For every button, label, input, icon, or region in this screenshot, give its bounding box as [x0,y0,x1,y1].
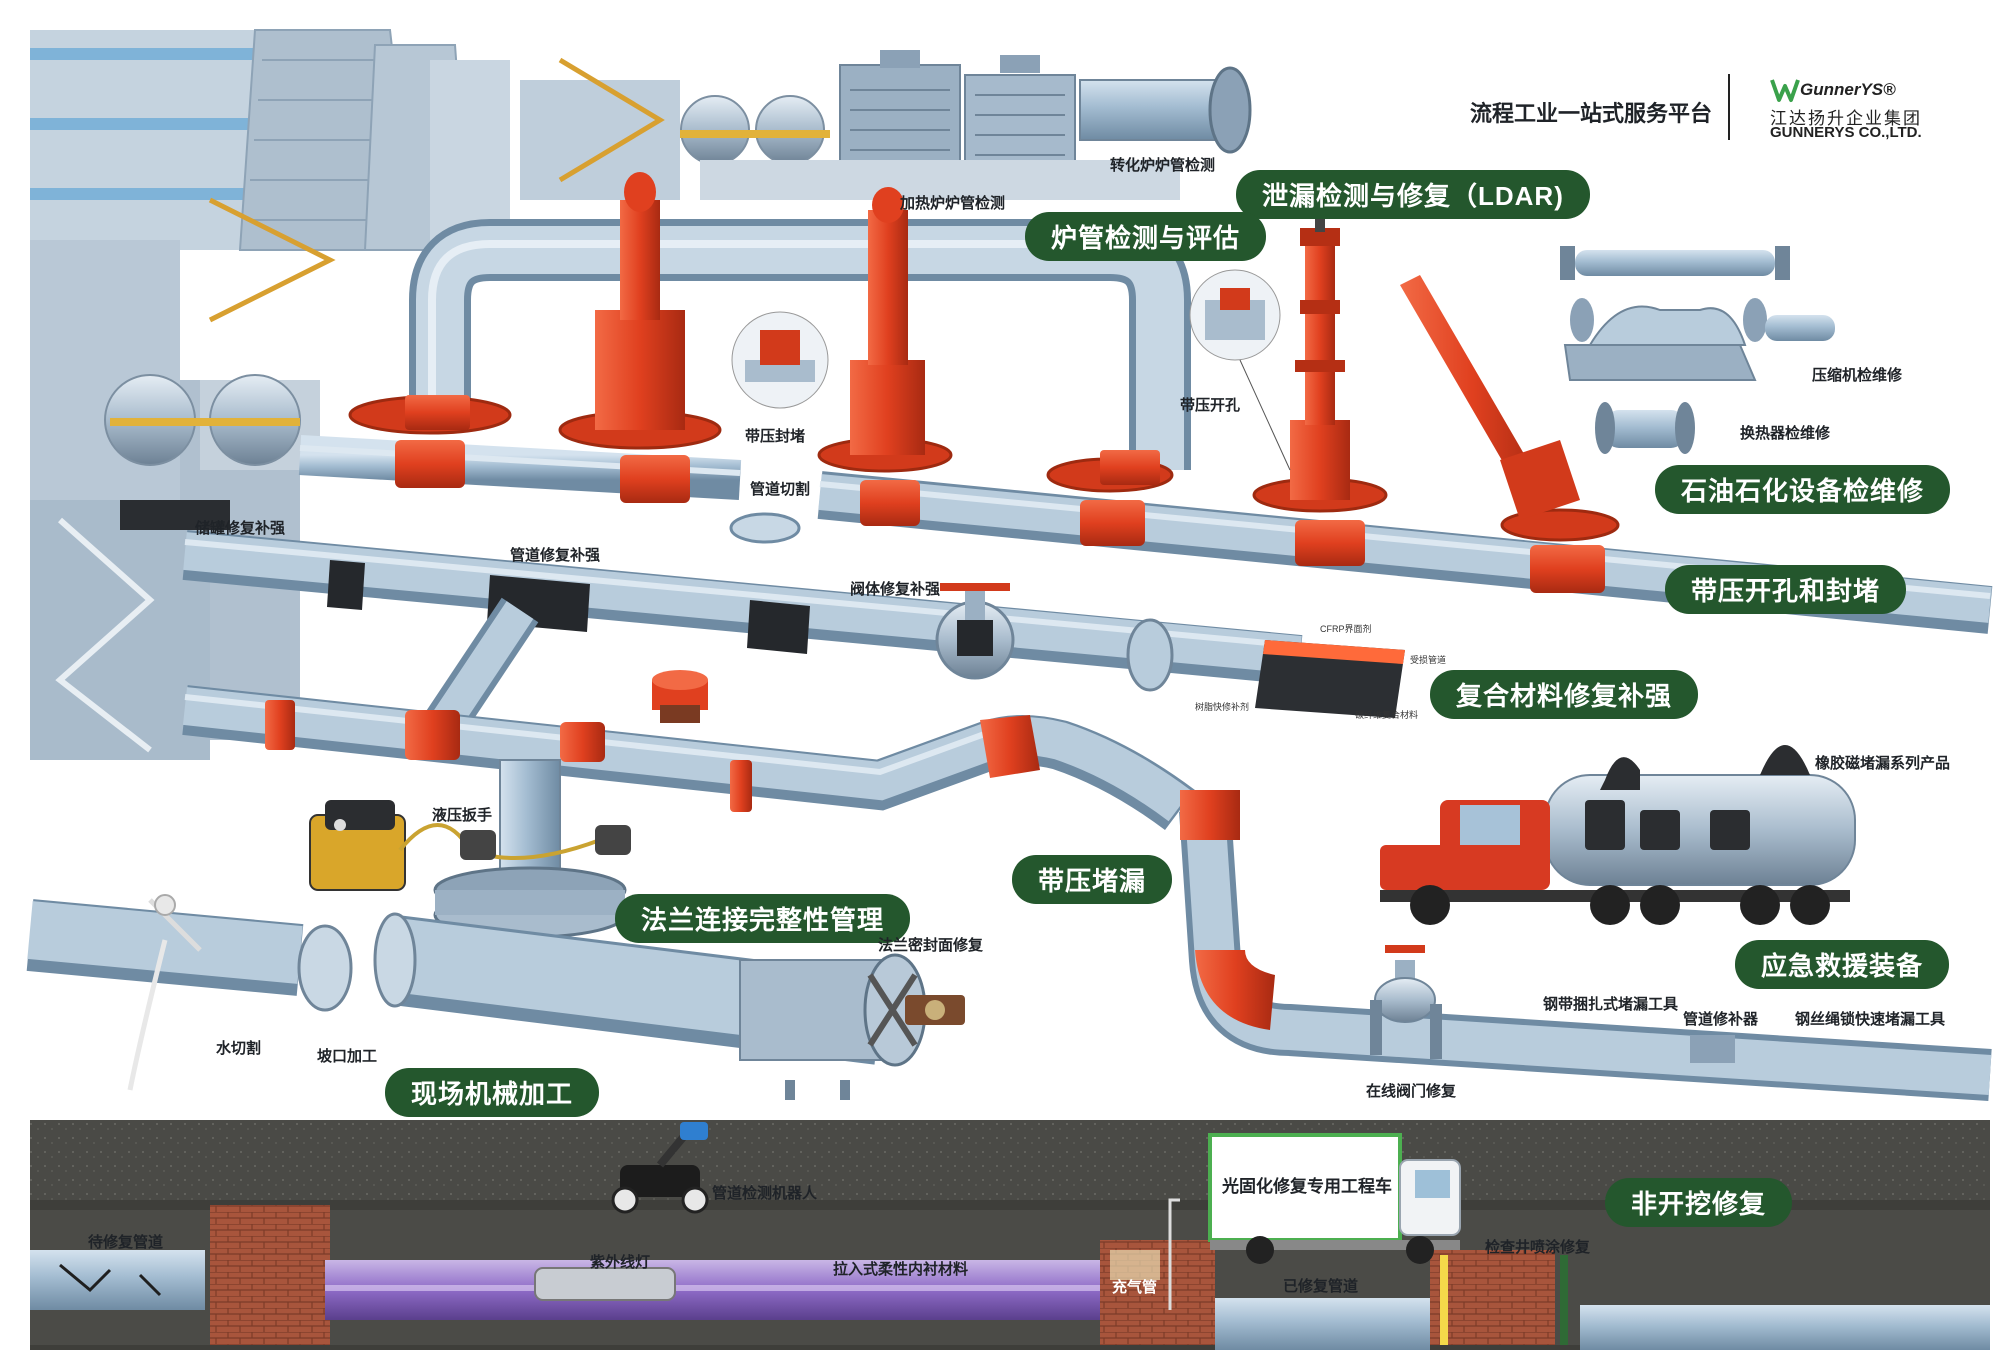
label-hydraulic-wrench: 液压扳手 [432,807,493,824]
label-cfrp-resin: 树脂快修补剂 [1195,702,1250,712]
label-hot-tap-drill: 带压开孔 [1180,397,1241,414]
label-online-valve: 在线阀门修复 [1366,1083,1457,1100]
label-uv-truck: 光固化修复专用工程车 [1222,1177,1392,1196]
platform-title: 流程工业一站式服务平台 [1470,101,1713,126]
label-air-tube: 充气管 [1112,1279,1158,1296]
label-valve-repair: 阀体修复补强 [850,581,941,598]
brand-name: GunnerYS® [1800,80,1896,99]
hot-tap-machines [348,172,1620,542]
section-leak-seal: 带压堵漏 [1012,855,1173,904]
section-hot-tap: 带压开孔和封堵 [1665,565,1907,614]
section-emergency: 应急救援装备 [1735,940,1950,989]
brand-separator [1728,74,1730,140]
label-to-repair: 待修复管道 [88,1234,164,1251]
label-liner: 拉入式柔性内衬材料 [833,1261,969,1278]
label-manhole: 检查井喷涂修复 [1485,1239,1591,1256]
section-petro: 石油石化设备检维修 [1655,465,1951,514]
label-repaired: 已修复管道 [1283,1278,1359,1295]
label-steel-strap: 钢带捆扎式堵漏工具 [1543,996,1679,1013]
section-ldar: 泄漏检测与修复（LDAR) [1236,170,1590,219]
upper-bypass-pipe [409,219,1191,470]
uv-truck [1168,1133,1461,1310]
label-tank-repair: 储罐修复补强 [195,520,286,537]
label-cfrp-carbon-fiber: 碳纤维复合材料 [1355,710,1419,720]
label-hot-tap-plug: 带压封堵 [745,428,806,445]
pipe-row-2 [182,530,1405,743]
label-cfrp-damaged-pipe: 受损管道 [1410,655,1447,665]
section-trenchless: 非开挖修复 [1605,1178,1793,1227]
label-heating-furnace: 加热炉炉管检测 [900,195,1006,212]
label-rubber-magnet: 橡胶磁堵漏系列产品 [1815,755,1951,772]
pipe-row-3 [182,685,1992,1101]
machining-pipes [26,894,965,1100]
label-flange-face: 法兰密封面修复 [878,937,984,954]
section-flange: 法兰连接完整性管理 [615,894,911,943]
brand-logo-icon [1770,76,1800,104]
compressor-equipment [1560,246,1835,454]
label-compressor: 压缩机检维修 [1812,367,1903,384]
label-robot: 管道检测机器人 [712,1185,818,1202]
brand-name-en: GUNNERYS CO.,LTD. [1770,124,1922,141]
underground-section [30,1120,1990,1350]
label-uv-lamp: 紫外线灯 [590,1254,651,1271]
label-reform-furnace: 转化炉炉管检测 [1110,157,1216,174]
section-machining: 现场机械加工 [385,1068,600,1117]
cutaway-insets [652,269,1291,723]
label-pipe-patch: 管道修补器 [1683,1011,1759,1028]
label-bevel: 坡口加工 [317,1048,378,1065]
label-pipe-repair: 管道修复补强 [510,547,601,564]
label-heat-exchanger: 换热器检维修 [1740,425,1831,442]
section-composite: 复合材料修复补强 [1430,670,1699,719]
label-wire-rope: 钢丝绳锁快速堵漏工具 [1795,1011,1946,1028]
emergency-truck [1380,745,1856,925]
brand-name-cn: 江达扬升企业集团 [1770,109,1922,128]
label-pipe-cut: 管道切割 [750,481,811,498]
label-cfrp-primer: CFRP界面剂 [1320,624,1372,634]
label-water-cut: 水切割 [216,1040,262,1057]
inspection-robot [611,1122,709,1214]
section-furnace: 炉管检测与评估 [1025,212,1267,261]
